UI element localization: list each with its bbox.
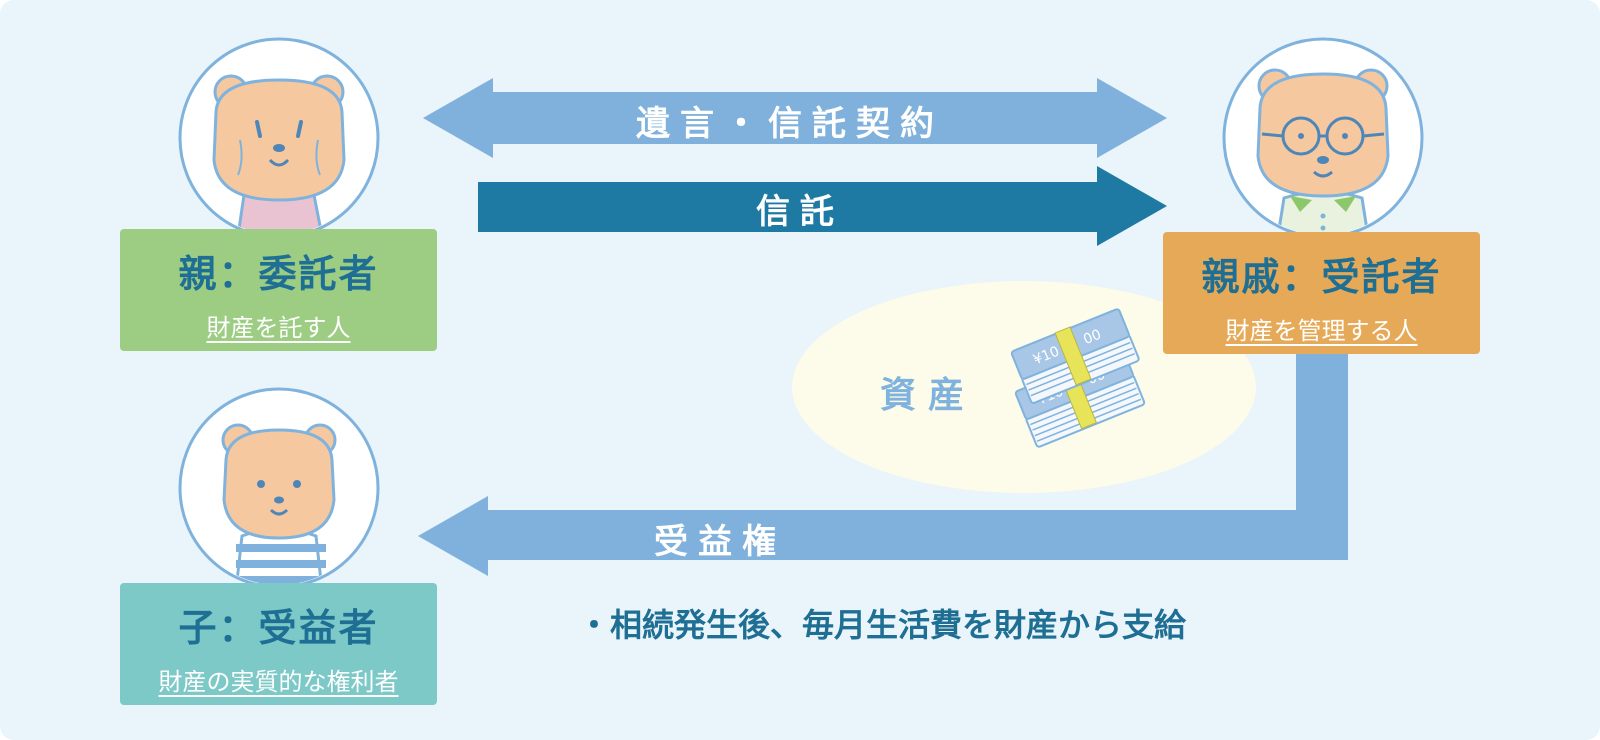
trustee-avatar: [1222, 37, 1424, 239]
trustee-description: 財産を管理する人: [1225, 317, 1418, 345]
settlor-title: 親：委託者: [178, 252, 379, 296]
trust-arrow: [478, 166, 1167, 246]
money-bundle-icon: ¥10 00 ¥10 00: [1010, 308, 1146, 448]
trust-label: 信託: [756, 192, 844, 232]
settlor-box: 親：委託者 財産を託す人: [120, 229, 437, 351]
beneficial-right-arrow: [418, 352, 1348, 576]
beneficial-right-label: 受益権: [654, 522, 786, 562]
settlor-description: 財産を託す人: [206, 314, 351, 342]
asset-ellipse: [792, 281, 1256, 493]
beneficiary-box: 子：受益者 財産の実質的な権利者: [120, 583, 437, 705]
will-contract-label: 遺言・信託契約: [636, 104, 944, 144]
beneficiary-title: 子：受益者: [178, 606, 379, 650]
svg-text:00: 00: [1081, 327, 1104, 349]
trustee-title: 親戚：受託者: [1201, 255, 1442, 299]
settlor-avatar: [178, 37, 380, 239]
payment-note: ・相続発生後、毎月生活費を財産から支給: [578, 606, 1187, 644]
beneficiary-description: 財産の実質的な権利者: [158, 668, 399, 696]
trustee-box: 親戚：受託者 財産を管理する人: [1163, 232, 1480, 354]
beneficiary-avatar: [178, 387, 380, 589]
will-contract-arrow: [423, 78, 1167, 158]
asset-label: 資産: [880, 375, 977, 416]
